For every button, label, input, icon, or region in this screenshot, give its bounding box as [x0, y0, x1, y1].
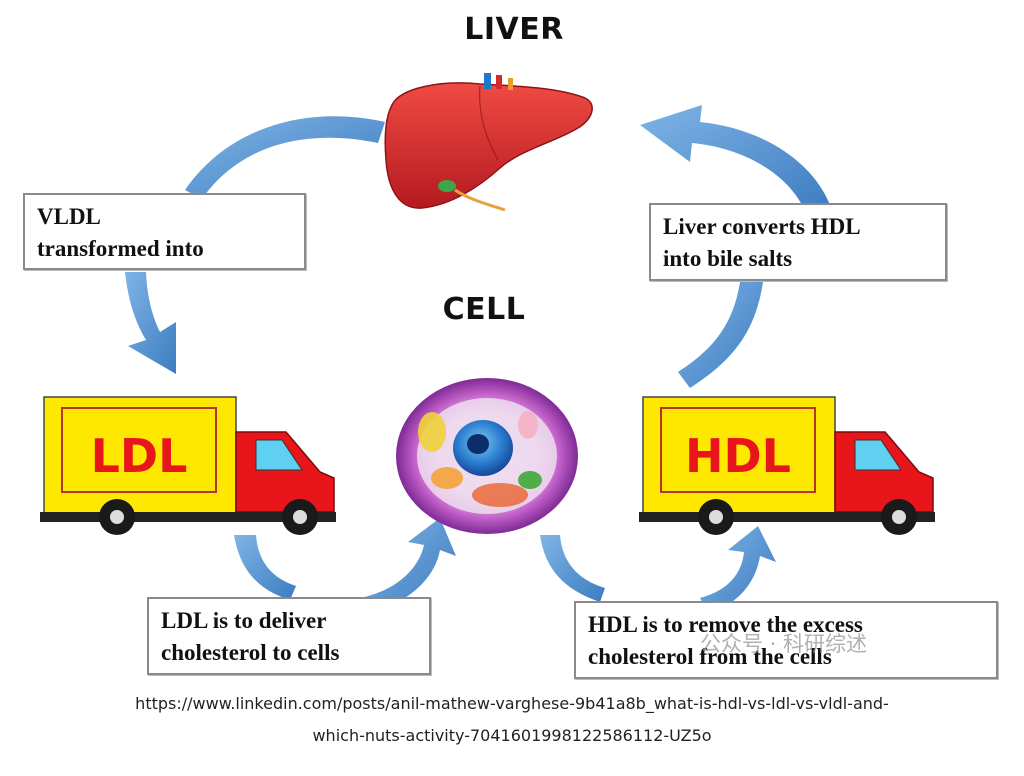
ldl-deliver-line1: LDL is to deliver: [161, 608, 327, 633]
liver-converts-box: Liver converts HDL into bile salts: [649, 203, 947, 281]
hdl-truck: [639, 396, 935, 535]
ldl-deliver-line2: cholesterol to cells: [161, 640, 340, 665]
source-url-line2[interactable]: which-nuts-activity-7041601998122586112-…: [312, 726, 712, 745]
ldl-truck-label: LDL: [91, 429, 188, 483]
cell-title: CELL: [442, 292, 526, 327]
arrow-liver-to-vldl: [185, 116, 385, 199]
arrow-box-to-liver: [640, 105, 830, 213]
vldl-box-line2: transformed into: [37, 236, 204, 261]
hdl-truck-label: HDL: [685, 429, 791, 483]
hdl-remove-box: HDL is to remove the excess cholesterol …: [574, 601, 998, 679]
arrow-hdl-to-box: [678, 282, 763, 388]
ldl-truck: [40, 396, 336, 535]
liver-title: LIVER: [464, 12, 564, 47]
liver-illustration: [384, 73, 593, 212]
ldl-deliver-box: LDL is to deliver cholesterol to cells: [147, 597, 431, 675]
liver-converts-line1: Liver converts HDL: [663, 214, 861, 239]
source-url-line1[interactable]: https://www.linkedin.com/posts/anil-math…: [135, 694, 889, 713]
vldl-box-line1: VLDL: [37, 204, 101, 229]
vldl-box: VLDL transformed into: [23, 193, 306, 270]
arrow-ldl-to-box: [234, 535, 296, 600]
arrow-vldl-to-ldl: [125, 272, 176, 374]
cell-illustration: [396, 378, 578, 534]
hdl-remove-line2: cholesterol from the cells: [588, 644, 832, 669]
hdl-remove-line1: HDL is to remove the excess: [588, 612, 863, 637]
watermark: 公众号 · 科研综述: [700, 632, 868, 656]
arrow-box-to-hdl: [700, 526, 776, 613]
liver-converts-line2: into bile salts: [663, 246, 793, 271]
arrow-box-to-cell: [360, 518, 456, 614]
arrow-cell-to-box: [540, 535, 605, 602]
